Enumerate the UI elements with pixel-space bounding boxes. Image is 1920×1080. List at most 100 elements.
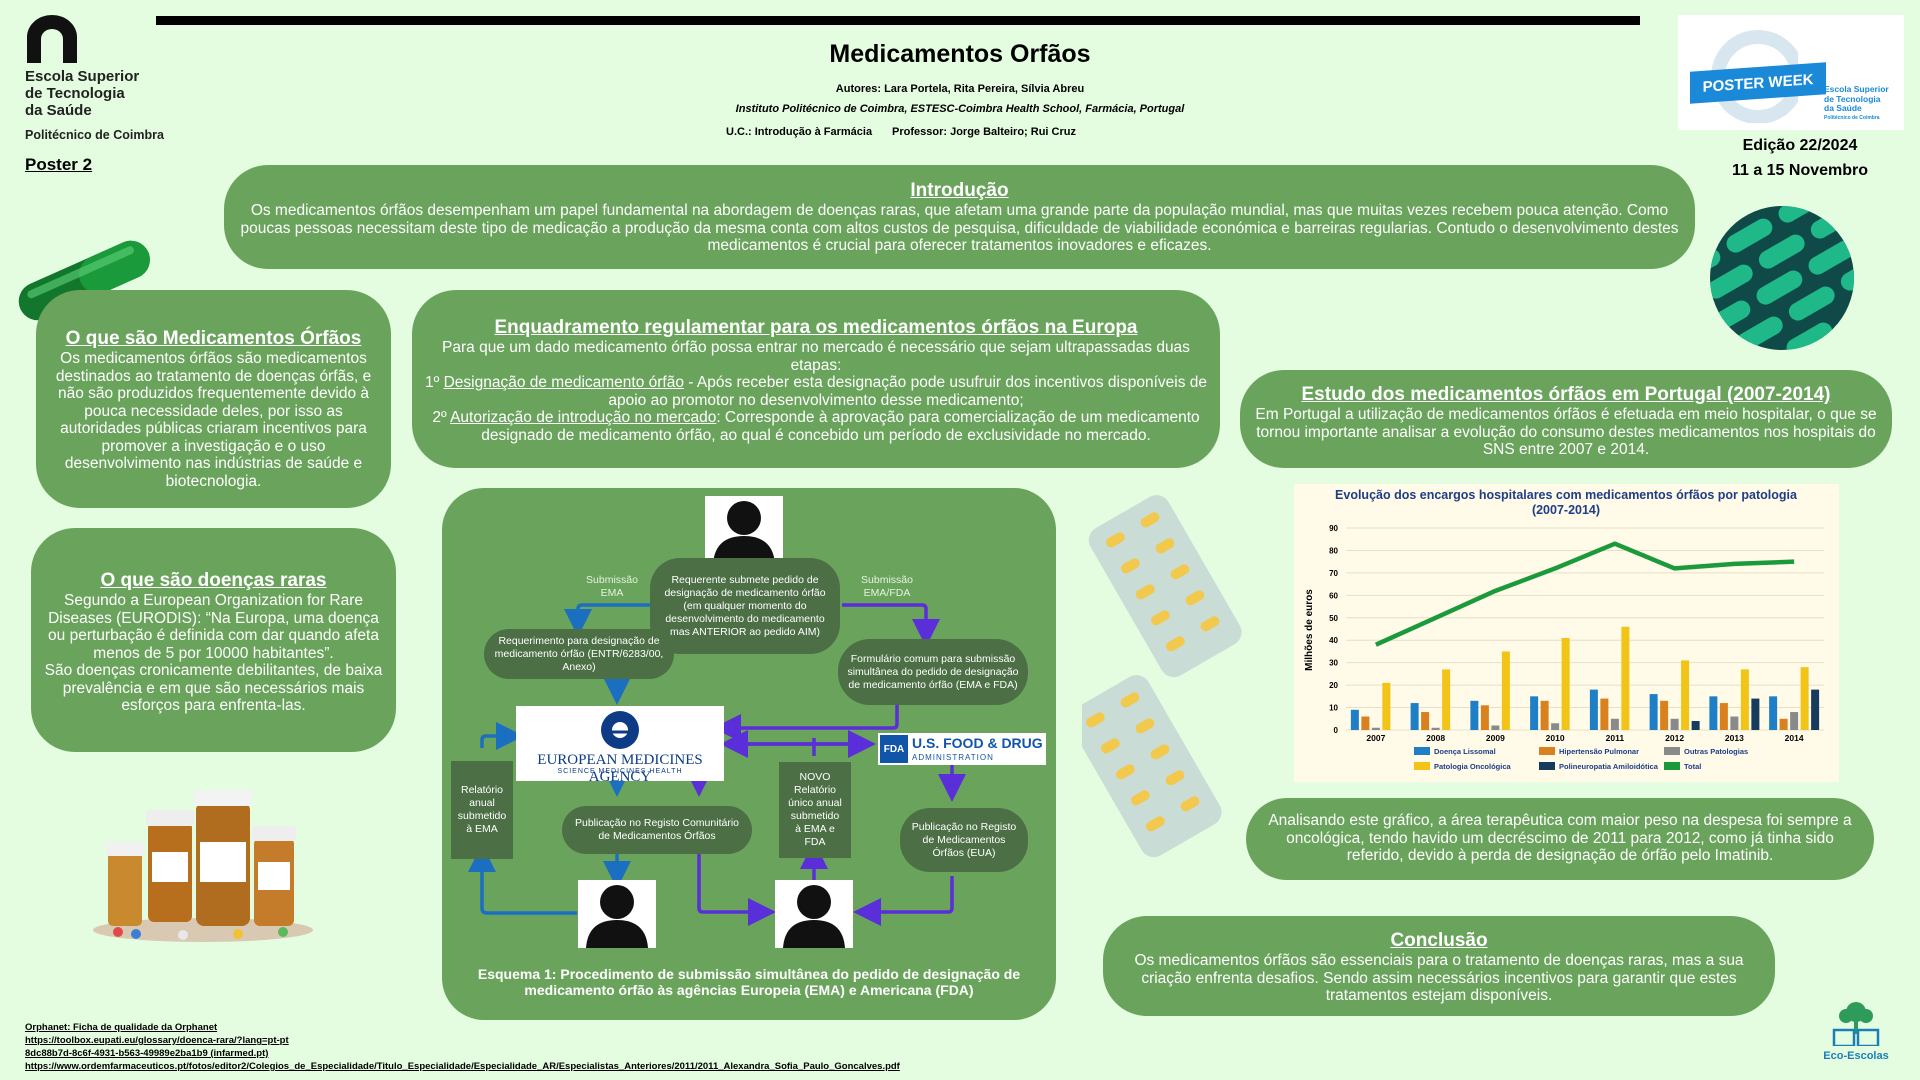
y-tick-label: 70 — [1329, 569, 1338, 578]
bar — [1470, 700, 1479, 730]
scheme-caption: Esquema 1: Procedimento de submissão sim… — [477, 966, 1021, 998]
legend-swatch — [1414, 747, 1430, 755]
bar — [1551, 723, 1560, 730]
rare-diseases-section: O que são doenças raras Segundo a Europe… — [31, 528, 396, 752]
bar — [1719, 703, 1728, 730]
bar — [1501, 651, 1510, 730]
y-tick-label: 60 — [1329, 591, 1338, 600]
legend-swatch — [1539, 762, 1555, 770]
intro-text: Os medicamentos órfãos desempenham um pa… — [240, 202, 1679, 254]
school-subtitle: Politécnico de Coimbra — [25, 128, 164, 142]
bar — [1691, 721, 1700, 730]
institution: Instituto Politécnico de Coimbra, ESTESC… — [735, 103, 1185, 115]
requester-node: Requerente submete pedido de designação … — [650, 558, 840, 654]
bar — [1610, 718, 1619, 730]
reference-link[interactable]: 8dc88b7d-8c6f-4931-b563-49989e2ba1b9 (in… — [25, 1048, 269, 1059]
study-text: Em Portugal a utilização de medicamentos… — [1255, 406, 1877, 458]
chart-title-line-1: Evolução dos encargos hospitalares com m… — [1335, 488, 1798, 502]
y-tick-label: 80 — [1329, 546, 1338, 555]
ema-logo-icon — [601, 711, 639, 749]
rare-diseases-title: O que são doenças raras — [100, 570, 327, 591]
x-tick-label: 2012 — [1665, 733, 1684, 743]
bar — [1410, 703, 1419, 730]
bar — [1660, 700, 1669, 730]
intro-title: Introdução — [910, 180, 1009, 201]
ema-avatar-icon — [578, 880, 656, 948]
analysis-text: Analisando este gráfico, a área terapêut… — [1268, 812, 1852, 864]
framework-title: Enquadramento regulamentar para os medic… — [494, 317, 1138, 338]
bar — [1790, 712, 1799, 730]
y-tick-label: 40 — [1329, 636, 1338, 645]
x-tick-label: 2010 — [1546, 733, 1565, 743]
bar — [1382, 682, 1391, 730]
label-submission-ema: Submissão EMA — [586, 574, 638, 599]
legend-swatch — [1414, 762, 1430, 770]
y-tick-label: 90 — [1329, 524, 1338, 533]
bar — [1442, 669, 1451, 730]
legend-label: Hipertensão Pulmonar — [1559, 747, 1639, 756]
legend-swatch — [1539, 747, 1555, 755]
bar — [1361, 716, 1370, 730]
poster-number: Poster 2 — [25, 155, 93, 174]
reference-link[interactable]: https://toolbox.eupati.eu/glossary/doenc… — [25, 1035, 289, 1046]
bar — [1670, 718, 1679, 730]
references: Orphanet: Ficha de qualidade da Orphanet… — [25, 1021, 900, 1073]
publication-eu-node: Publicação no Registo Comunitário de Med… — [562, 806, 752, 854]
bar — [1561, 637, 1570, 730]
page-title: Medicamentos Orfãos — [829, 40, 1091, 68]
legend-label: Total — [1684, 762, 1701, 771]
y-tick-label: 0 — [1334, 726, 1339, 735]
school-logo-icon — [27, 15, 77, 63]
reference-link[interactable]: Orphanet: Ficha de qualidade da Orphanet — [25, 1022, 218, 1033]
reference-link[interactable]: https://www.ordemfarmaceuticos.pt/fotos/… — [25, 1061, 900, 1072]
blister-packs-image — [1082, 495, 1242, 858]
label-submission-ema-fda: Submissão EMA/FDA — [861, 574, 913, 599]
ema-logo: EUROPEAN MEDICINES AGENCY SCIENCE MEDICI… — [516, 706, 724, 785]
bar — [1600, 698, 1609, 730]
conclusion-section: Conclusão Os medicamentos órfãos são ess… — [1103, 916, 1775, 1016]
bar — [1681, 660, 1690, 730]
x-tick-label: 2008 — [1426, 733, 1445, 743]
publication-us-node: Publicação no Registo de Medicamentos Ór… — [900, 808, 1028, 872]
bar — [1530, 696, 1539, 730]
conclusion-text: Os medicamentos órfãos são essenciais pa… — [1134, 952, 1744, 1004]
medicine-bottles-image — [93, 790, 313, 942]
eco-escolas-logo-icon — [1832, 1002, 1880, 1046]
x-tick-label: 2011 — [1606, 733, 1625, 743]
bar — [1751, 698, 1760, 730]
bar — [1480, 705, 1489, 730]
legend-label: Patologia Oncológica — [1434, 762, 1512, 771]
y-tick-label: 50 — [1329, 614, 1338, 623]
total-line — [1374, 541, 1795, 647]
study-section: Estudo dos medicamentos órfãos em Portug… — [1240, 370, 1892, 468]
chart-y-axis-label: Milhões de euros — [1304, 589, 1315, 671]
framework-intro: Para que um dado medicamento órfão possa… — [442, 339, 1190, 374]
orphan-medicines-text: Os medicamentos órfãos são medicamentos … — [55, 350, 372, 490]
legend-swatch — [1664, 762, 1680, 770]
bar — [1350, 709, 1359, 730]
bar — [1371, 727, 1380, 730]
bar — [1811, 689, 1820, 730]
analysis-section: Analisando este gráfico, a área terapêut… — [1246, 798, 1874, 880]
bar — [1649, 694, 1658, 730]
bar — [1779, 718, 1788, 730]
scheme-arrows — [468, 603, 966, 926]
requirement-node: Requerimento para designação de medicame… — [484, 629, 674, 679]
top-rule — [156, 16, 1640, 25]
requester-avatar-icon — [705, 496, 783, 564]
legend-swatch — [1664, 747, 1680, 755]
y-tick-label: 20 — [1329, 681, 1338, 690]
course-unit: U.C.: Introdução à Farmácia — [726, 126, 873, 138]
chart-title-line-2: (2007-2014) — [1532, 503, 1600, 517]
x-tick-label: 2007 — [1366, 733, 1385, 743]
pills-photo — [1710, 206, 1854, 350]
bar — [1769, 696, 1778, 730]
legend-label: Outras Patologias — [1684, 747, 1748, 756]
legend-label: Doença Lissomal — [1434, 747, 1496, 756]
bar — [1491, 725, 1500, 730]
common-form-node: Formulário comum para submissão simultân… — [838, 639, 1028, 705]
intro-section: Introdução Os medicamentos órfãos desemp… — [224, 165, 1695, 269]
